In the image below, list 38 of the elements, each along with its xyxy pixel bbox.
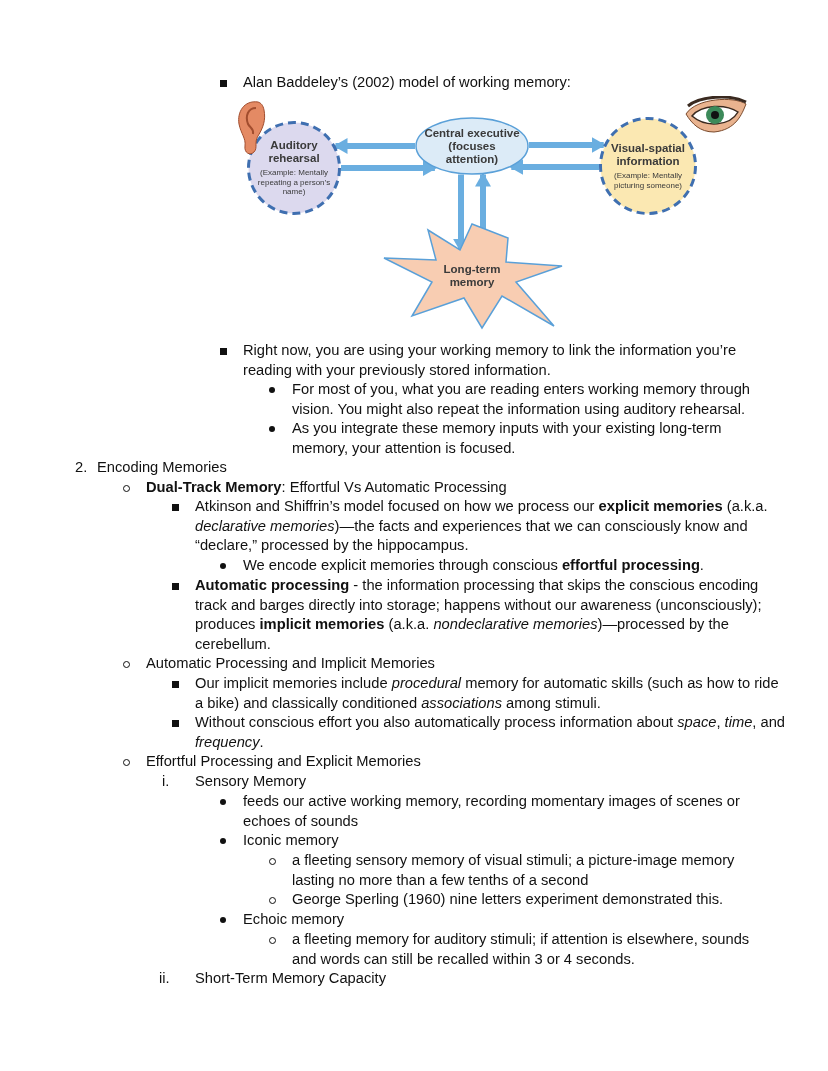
node-heading: Visual-spatial information <box>610 142 686 168</box>
arrow <box>509 159 599 175</box>
dashed-circle-node <box>247 121 341 215</box>
arrow <box>341 160 437 176</box>
list-item-text: George Sperling (1960) nine letters experiment demonstrated this. <box>292 890 725 909</box>
node-heading: Long-term memory <box>442 263 502 289</box>
list-item-text: Automatic processing - the information processing that skips the conscious encoding track and barges directly into storage; happens without our awareness (unconsciously); produces implicit memories (a.k.a. nondeclarative memories)—processed by the cerebellum. <box>195 576 763 654</box>
list-item-text: a fleeting memory for auditory stimuli; if attention is elsewhere, sounds and words can still be recalled within 3 or 4 seconds. <box>292 930 751 969</box>
list-item-text: Iconic memory <box>243 831 340 850</box>
node-heading: Auditory rehearsal <box>267 139 321 166</box>
section-heading: Encoding Memories <box>97 458 228 477</box>
list-item-text: We encode explicit memories through conscious effortful processing. <box>243 556 705 575</box>
ellipse-node <box>415 117 529 175</box>
list-item-text: Atkinson and Shiffrin’s model focused on how we process our explicit memories (a.k.a. declarative memories)—the facts and experiences that we can consciously know and “declare,” processed by the hippocampus. <box>195 497 769 556</box>
node-heading: Central executive (focuses attention) <box>423 126 521 166</box>
list-item-text: Echoic memory <box>243 910 346 929</box>
node-example-text: (Example: Mentally picturing someone) <box>612 171 683 190</box>
list-item-text: Right now, you are using your working memory to link the information you’re reading with your previously stored information. <box>243 341 738 380</box>
list-item-text: Our implicit memories include procedural memory for automatic skills (such as how to ride a bike) and classically conditioned associations among stimuli. <box>195 674 780 713</box>
starburst-node <box>382 224 562 328</box>
list-item-text: Effortful Processing and Explicit Memories <box>146 752 422 771</box>
list-item-text: Automatic Processing and Implicit Memories <box>146 654 436 673</box>
list-item-text: Sensory Memory <box>195 772 307 791</box>
arrow <box>333 138 415 154</box>
arrow <box>529 137 606 153</box>
list-item-text: For most of you, what you are reading enters working memory through vision. You might also repeat the information using auditory rehearsal. <box>292 380 751 419</box>
list-item-text: As you integrate these memory inputs with your existing long-term memory, your attention is focused. <box>292 419 723 458</box>
list-item-text: Alan Baddeley’s (2002) model of working memory: <box>243 73 572 92</box>
list-item-text: feeds our active working memory, recording momentary images of scenes or echoes of sounds <box>243 792 741 831</box>
list-number: 2. <box>75 458 89 477</box>
list-item-text: a fleeting sensory memory of visual stimuli; a picture-image memory lasting no more than a few tenths of a second <box>292 851 736 890</box>
list-item-text: Short-Term Memory Capacity <box>195 969 387 988</box>
list-item-text: Dual-Track Memory: Effortful Vs Automatic Processing <box>146 478 508 497</box>
dashed-circle-node <box>599 117 697 215</box>
node-example-text: (Example: Mentally repeating a person’s name) <box>256 168 332 197</box>
list-number: ii. <box>159 969 171 988</box>
list-number: i. <box>162 772 171 791</box>
list-item-text: Without conscious effort you also automatically process information about space, time, and frequency. <box>195 713 785 752</box>
